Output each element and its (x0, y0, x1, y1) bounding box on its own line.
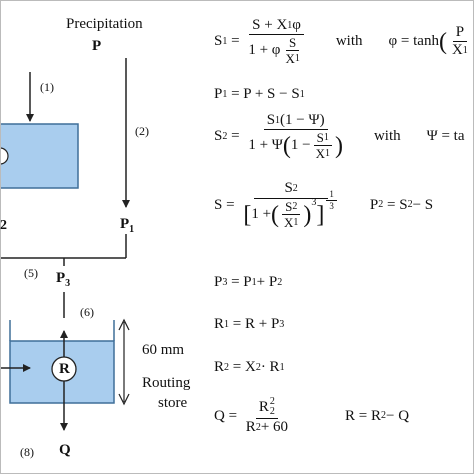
flow-label-8: (8) (20, 445, 34, 459)
precipitation-label: Precipitation (66, 16, 143, 32)
flow-label-6: (6) (80, 305, 94, 319)
production-store (0, 123, 79, 189)
r-node-label: R (59, 361, 70, 377)
flow-label-2: (2) (135, 124, 149, 138)
depth-dimension-bottom (118, 393, 130, 406)
precipitation-symbol: P (92, 38, 102, 54)
routing-store-label-2: store (158, 395, 188, 411)
production-store-node (0, 147, 9, 165)
depth-dimension-top (118, 318, 130, 331)
flow-label-1: (1) (40, 80, 54, 94)
left-cut-label: 2 (0, 218, 7, 233)
p3-label: P3 (56, 270, 71, 289)
p1-label: P1 (120, 216, 135, 235)
q-output-label: Q (59, 442, 71, 458)
flow-label-5: (5) (24, 266, 38, 280)
store-depth-label: 60 mm (142, 342, 185, 358)
routing-store-label-1: Routing (142, 375, 191, 391)
